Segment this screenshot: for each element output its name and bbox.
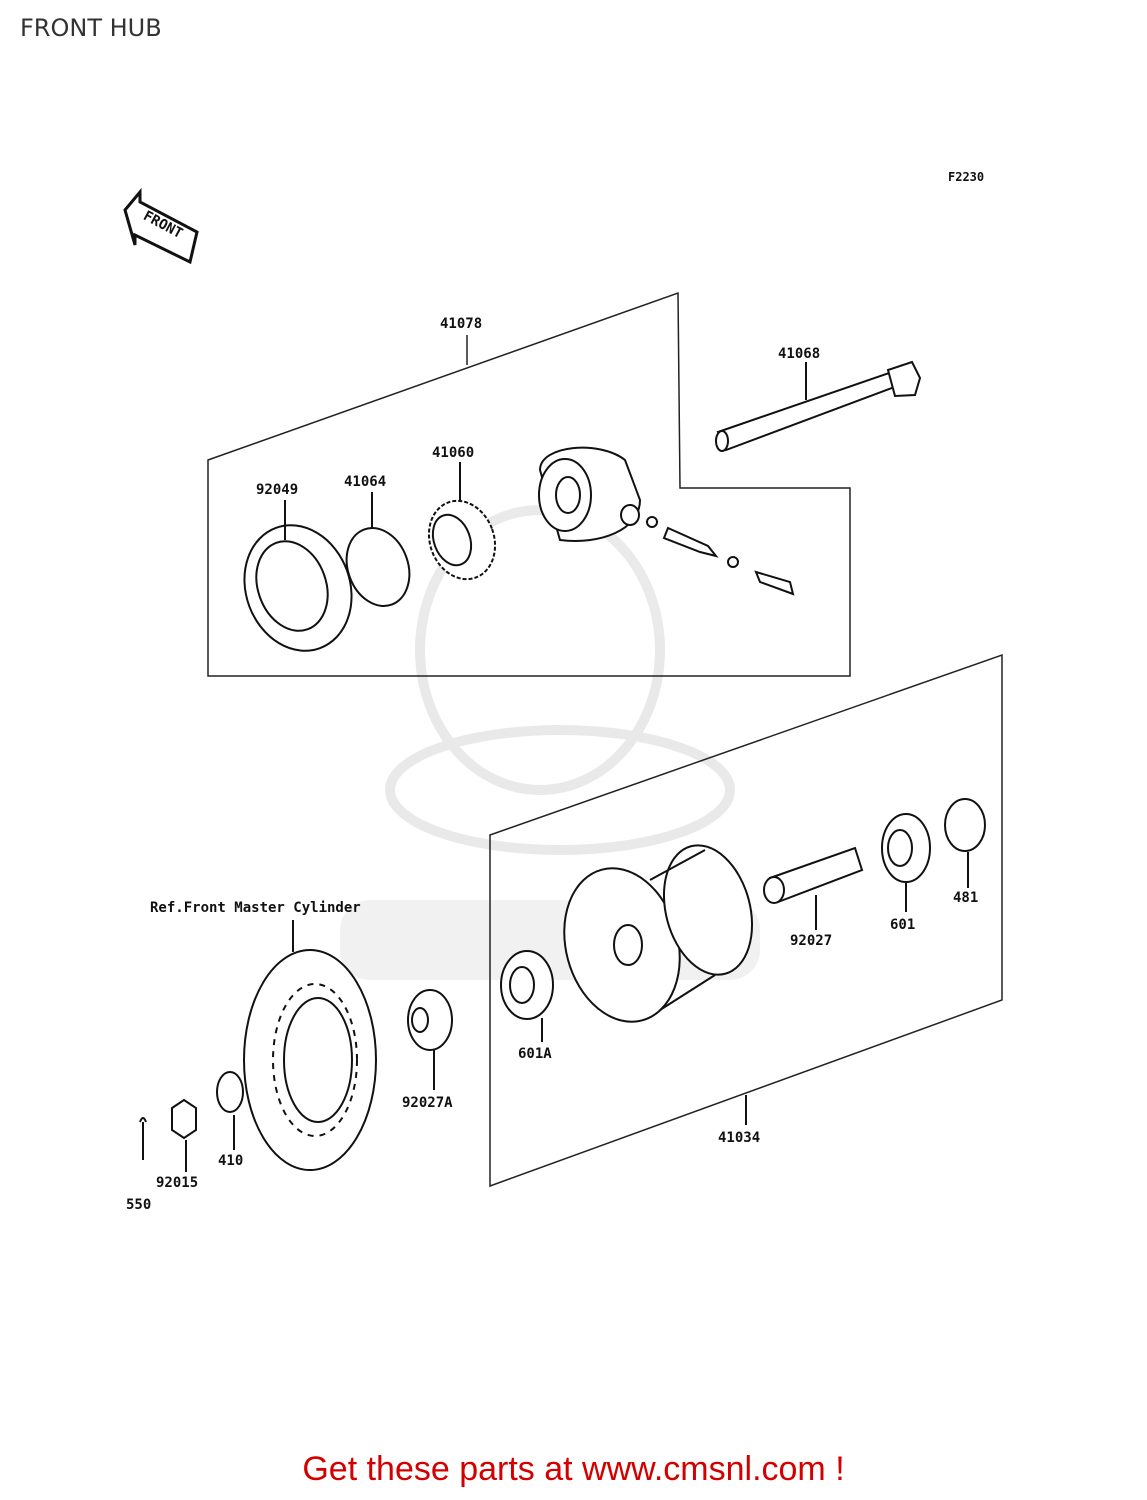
part-label-41064[interactable]: 41064 <box>344 474 387 490</box>
part-label-92027[interactable]: 92027 <box>790 933 833 949</box>
part-label-92049[interactable]: 92049 <box>256 482 299 498</box>
collar-92027A <box>407 989 453 1090</box>
gear-41060 <box>427 462 497 581</box>
part-label-92015[interactable]: 92015 <box>156 1175 199 1191</box>
part-label-41060[interactable]: 41060 <box>432 445 475 461</box>
page-title: FRONT HUB <box>20 14 162 42</box>
part-label-550[interactable]: 550 <box>126 1197 152 1213</box>
part-label-601[interactable]: 601 <box>890 917 916 933</box>
nut-92015 <box>171 1098 197 1172</box>
group-outline-41034 <box>489 653 1003 1188</box>
figure-code: F2230 <box>948 170 985 184</box>
part-label-92027A[interactable]: 92027A <box>402 1095 453 1111</box>
part-label-410[interactable]: 410 <box>218 1153 244 1169</box>
cotter-pin-550 <box>139 1117 147 1160</box>
part-label-601A[interactable]: 601A <box>518 1046 552 1062</box>
reference-note: Ref.Front Master Cylinder <box>150 900 361 916</box>
brake-disc <box>243 920 377 1171</box>
washer-41064 <box>345 492 411 607</box>
hub-41034 <box>563 844 754 1125</box>
group-outline-41078 <box>207 291 851 677</box>
sleeve-92027 <box>763 846 864 930</box>
washer-410 <box>216 1071 244 1150</box>
front-direction-icon: FRONT <box>123 187 199 265</box>
bearing-601 <box>881 813 931 912</box>
part-label-41078[interactable]: 41078 <box>440 316 483 332</box>
part-label-41034[interactable]: 41034 <box>718 1130 761 1146</box>
bearing-601A <box>500 950 554 1042</box>
circlip-481 <box>944 798 986 888</box>
part-label-481[interactable]: 481 <box>953 890 979 906</box>
speedometer-housing <box>538 446 795 596</box>
oil-seal-92049 <box>243 500 353 652</box>
footer-banner-link[interactable]: Get these parts at www.cmsnl.com ! <box>302 1450 845 1488</box>
part-label-41068[interactable]: 41068 <box>778 346 821 362</box>
axle-41068 <box>715 360 922 452</box>
